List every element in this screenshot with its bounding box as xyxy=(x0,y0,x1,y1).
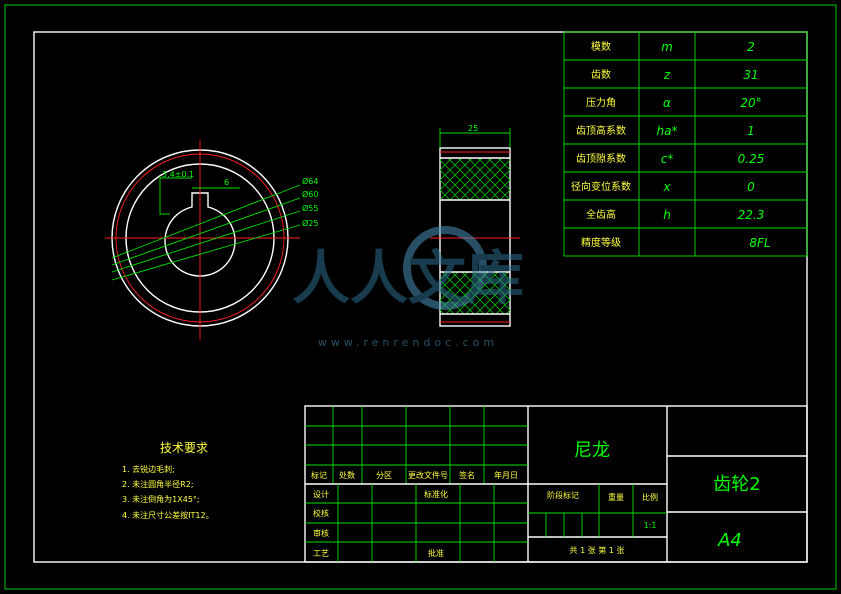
param-symbol-0: m xyxy=(661,40,673,54)
outer-frame xyxy=(4,4,837,590)
param-value-1: 31 xyxy=(743,68,758,82)
part-name: 齿轮2 xyxy=(713,474,760,495)
param-name-7: 精度等级 xyxy=(581,236,621,249)
param-value-3: 1 xyxy=(747,124,755,138)
header-sign: 签名 xyxy=(459,470,475,480)
tech-req-item-3: 3. 未注倒角为1X45°; xyxy=(122,494,200,504)
param-name-0: 模数 xyxy=(591,40,611,53)
leader-d55 xyxy=(111,210,301,273)
param-name-3: 齿顶高系数 xyxy=(576,124,626,137)
watermark: 人人文库 www.renrendoc.com xyxy=(292,226,524,349)
header-date: 年月日 xyxy=(494,470,518,480)
param-name-4: 齿顶隙系数 xyxy=(576,152,626,165)
param-value-4: 0.25 xyxy=(738,152,765,166)
tech-req-item-4: 4. 未注尺寸公差按IT12。 xyxy=(122,510,214,520)
material-text: 尼龙 xyxy=(574,440,610,461)
dia-label-60: Ø60 xyxy=(302,189,318,199)
label-check: 校核 xyxy=(313,508,329,518)
dia-label-55: Ø55 xyxy=(302,203,318,213)
param-value-2: 20° xyxy=(740,96,761,110)
label-weight: 重量 xyxy=(608,492,624,502)
label-design: 设计 xyxy=(313,489,329,499)
header-zone: 分区 xyxy=(376,471,392,480)
param-symbol-2: α xyxy=(663,96,671,110)
leader-d64 xyxy=(111,184,301,259)
param-value-7: 8FL xyxy=(749,236,770,250)
front-view: 3.4±0.1 6 Ø64 Ø60 Ø55 Ø25 xyxy=(105,140,318,340)
param-symbol-6: h xyxy=(663,208,671,222)
param-name-5: 径向变位系数 xyxy=(571,180,631,193)
watermark-text: 人人文库 xyxy=(292,244,524,312)
scale-value: 1:1 xyxy=(644,521,657,530)
sheet-count: 共 1 张 第 1 张 xyxy=(570,545,625,555)
tech-req-item-1: 1. 去锐边毛刺; xyxy=(122,464,175,474)
param-symbol-1: z xyxy=(663,68,671,82)
param-value-5: 0 xyxy=(747,180,755,194)
label-process: 工艺 xyxy=(313,549,329,558)
tech-req-item-2: 2. 未注圆角半径R2; xyxy=(122,479,194,489)
param-value-0: 2 xyxy=(747,40,755,54)
width-label: 25 xyxy=(468,124,478,133)
header-count: 处数 xyxy=(339,470,355,480)
label-approve: 批准 xyxy=(428,548,444,558)
side-outline xyxy=(439,147,511,327)
dia-label-64: Ø64 xyxy=(302,176,318,186)
tech-req-title: 技术要求 xyxy=(160,441,208,455)
key-depth-label: 3.4±0.1 xyxy=(162,170,194,179)
tech-requirements: 技术要求 1. 去锐边毛刺; 2. 未注圆角半径R2; 3. 未注倒角为1X45… xyxy=(122,441,214,520)
param-name-6: 全齿高 xyxy=(586,208,616,221)
watermark-logo-icon xyxy=(403,226,487,310)
key-width-label: 6 xyxy=(224,178,229,187)
header-change-doc: 更改文件号 xyxy=(408,470,448,480)
param-symbol-4: c* xyxy=(661,152,674,166)
watermark-url: www.renrendoc.com xyxy=(318,336,498,349)
param-symbol-5: x xyxy=(662,180,671,194)
leader-d60 xyxy=(111,197,301,266)
sheet-size: A4 xyxy=(717,530,742,551)
param-name-2: 压力角 xyxy=(586,96,616,109)
title-block: 标记 处数 分区 更改文件号 签名 年月日 设计 标准化 校核 审核 工艺 批准… xyxy=(304,405,808,563)
param-symbol-3: ha* xyxy=(657,124,678,138)
param-value-6: 22.3 xyxy=(738,208,765,222)
param-name-1: 齿数 xyxy=(591,68,611,81)
label-stage-mark: 阶段标记 xyxy=(547,490,579,500)
label-standard: 标准化 xyxy=(424,489,448,499)
label-review: 审核 xyxy=(313,528,329,538)
tooth-hatch-top xyxy=(440,158,510,200)
header-mark: 标记 xyxy=(311,470,327,480)
dia-label-25: Ø25 xyxy=(302,218,318,228)
leader-d25 xyxy=(111,224,301,281)
param-table: 模数 m 2 齿数 z 31 压力角 α 20° 齿顶高系数 ha* 1 齿顶隙… xyxy=(563,31,808,257)
label-scale: 比例 xyxy=(642,492,658,502)
bore-keyway xyxy=(164,192,236,277)
